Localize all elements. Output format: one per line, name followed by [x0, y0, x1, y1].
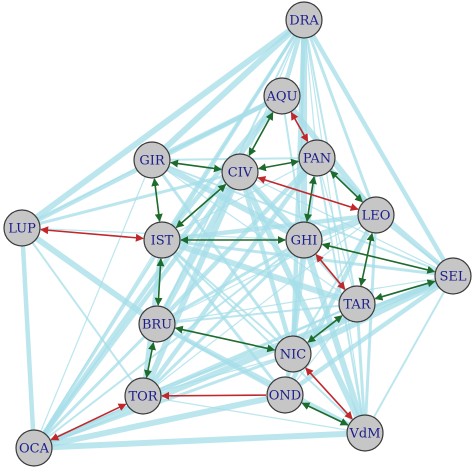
node-pan: PAN: [298, 139, 336, 177]
node-circle: [357, 196, 395, 234]
green-edge-gir-civ: [170, 159, 222, 173]
edge-oca-gir: [33, 159, 153, 449]
node-circle: [124, 377, 162, 415]
edge-dra-gir: [149, 17, 307, 163]
node-label: IST: [151, 234, 174, 249]
node-vdm: VdM: [346, 414, 384, 452]
node-label: CIV: [228, 166, 253, 181]
green-edge-ist-bru: [154, 258, 165, 306]
green-edge-bru-nic: [174, 325, 276, 353]
node-ond: OND: [266, 376, 304, 414]
node-circle: [263, 77, 301, 115]
red-edge-aqu-pan: [290, 111, 309, 143]
node-circle: [298, 139, 336, 177]
red-edge-ghi-tar: [315, 254, 346, 290]
edge-ist-leo: [159, 212, 379, 243]
edge-vdm-tor: [142, 395, 366, 434]
node-label: BRU: [142, 318, 172, 333]
node-circle: [266, 376, 304, 414]
node-dra: DRA: [285, 1, 323, 39]
edge-ist-tar: [159, 237, 360, 307]
green-edge-ghi-sel: [321, 242, 436, 274]
node-civ: CIV: [221, 153, 259, 191]
edge-gir-nic: [150, 158, 295, 356]
node-sel: SEL: [434, 257, 472, 295]
node-bru: BRU: [138, 305, 176, 343]
node-label: TOR: [128, 390, 158, 405]
node-lup: LUP: [3, 209, 41, 247]
edge-lup-tor: [21, 227, 144, 397]
edge-ond-tar: [284, 303, 358, 396]
edge-lup-civ: [20, 170, 242, 230]
node-label: PAN: [303, 152, 331, 167]
edge-ist-ond: [160, 238, 287, 397]
edge-gir-ghi: [149, 157, 307, 243]
node-leo: LEO: [357, 196, 395, 234]
node-label: TAR: [343, 298, 371, 313]
node-ghi: GHI: [285, 221, 323, 259]
edge-oca-vdm: [31, 430, 368, 451]
node-label: LEO: [362, 209, 391, 224]
node-aqu: AQU: [263, 77, 301, 115]
edge-vdm-leo: [363, 213, 378, 435]
node-gir: GIR: [133, 141, 171, 179]
edge-vdm-tar: [355, 302, 367, 435]
nodes-layer: DRA AQU GIR CIV PAN LEO LUP IST GHI SEL TAR BRU NIC T…: [3, 1, 472, 467]
node-circle: [221, 153, 259, 191]
node-label: LUP: [8, 222, 36, 237]
green-edge-nic-tar: [307, 315, 343, 343]
node-circle: [133, 141, 171, 179]
node-tor: TOR: [124, 377, 162, 415]
green-edge-bru-tor: [144, 341, 156, 379]
node-label: NIC: [280, 348, 307, 363]
edge-lup-bru: [19, 225, 160, 327]
node-tar: TAR: [338, 285, 376, 323]
edge-tor-nic: [142, 353, 294, 397]
node-label: GIR: [139, 154, 166, 169]
red-edge-ond-tor: [161, 391, 267, 400]
edge-oca-lup: [19, 225, 37, 451]
node-label: GHI: [291, 234, 318, 249]
green-edge-aqu-civ: [248, 111, 274, 157]
node-circle: [346, 414, 384, 452]
node-ist: IST: [143, 221, 181, 259]
node-label: OND: [269, 389, 301, 404]
red-edge-lup-ist: [40, 226, 144, 242]
node-circle: [434, 257, 472, 295]
green-edge-civ-pan: [257, 158, 300, 172]
node-label: AQU: [265, 90, 297, 105]
green-edge-gir-ist: [151, 178, 163, 222]
node-label: DRA: [289, 14, 319, 29]
node-circle: [285, 221, 323, 259]
node-circle: [338, 285, 376, 323]
red-edge-tor-oca: [50, 403, 127, 441]
node-label: VdM: [348, 427, 380, 442]
edge-dra-lup: [19, 17, 307, 231]
node-circle: [274, 335, 312, 373]
node-nic: NIC: [274, 335, 312, 373]
node-label: OCA: [19, 442, 50, 457]
node-circle: [285, 1, 323, 39]
node-circle: [3, 209, 41, 247]
edge-dra-leo: [302, 18, 378, 217]
red-edge-nic-vdm: [305, 367, 353, 420]
red-edge-civ-leo: [257, 176, 359, 211]
node-oca: OCA: [15, 429, 53, 467]
node-circle: [143, 221, 181, 259]
edge-bru-tar: [156, 303, 358, 325]
green-edge-civ-ist: [175, 183, 227, 229]
green-edge-tar-sel: [374, 279, 436, 301]
node-label: SEL: [439, 270, 466, 285]
edge-sel-vdm: [364, 275, 454, 434]
edge-bru-ghi: [155, 238, 306, 326]
edge-gir-aqu: [149, 93, 285, 163]
node-circle: [138, 305, 176, 343]
edge-dra-sel: [301, 17, 456, 279]
edge-civ-nic: [237, 169, 296, 357]
node-circle: [15, 429, 53, 467]
highlighted-edges-layer: [40, 111, 436, 441]
